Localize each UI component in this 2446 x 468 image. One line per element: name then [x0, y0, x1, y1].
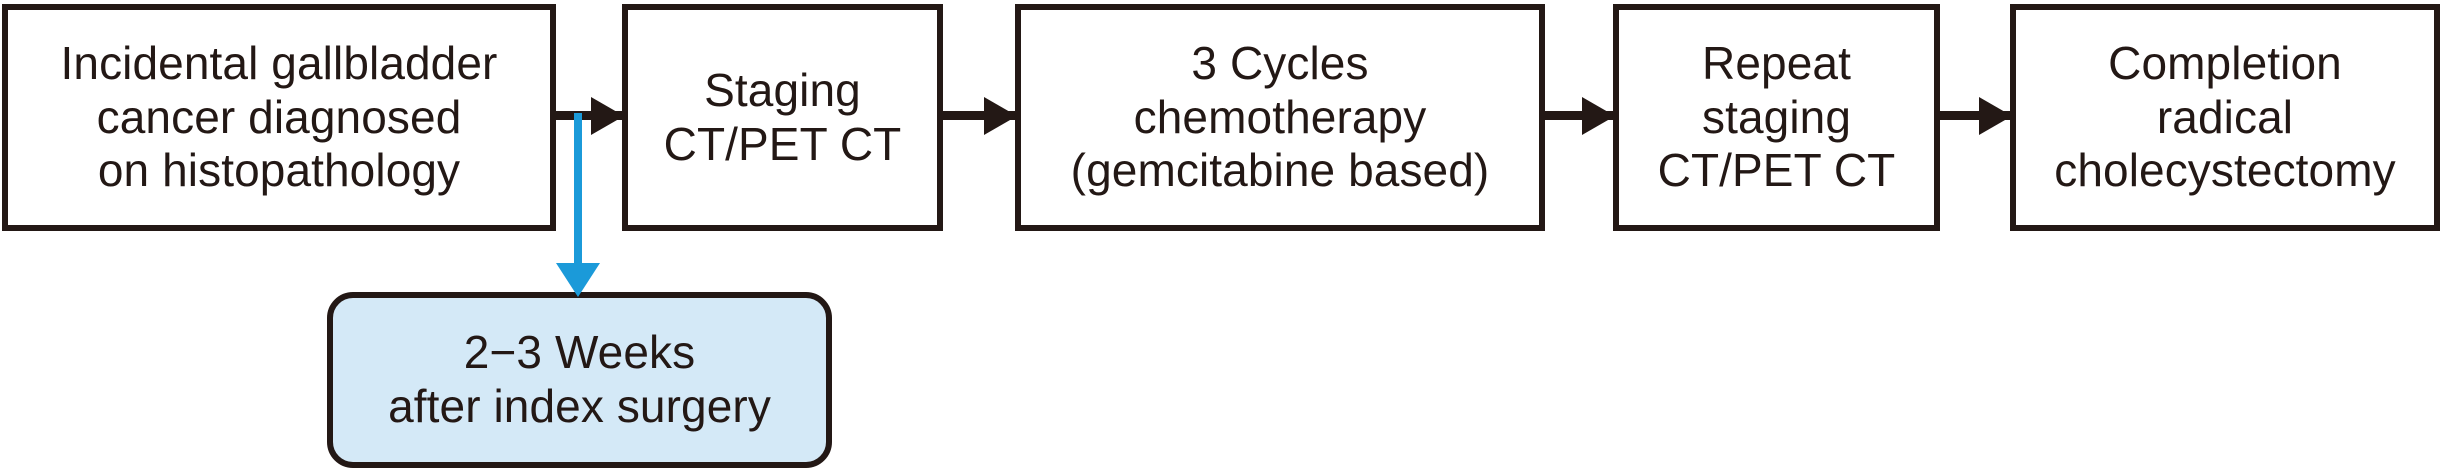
chemotherapy-label: 3 Cycles chemotherapy (gemcitabine based…: [1070, 36, 1490, 197]
chemotherapy-box[interactable]: 3 Cycles chemotherapy (gemcitabine based…: [1015, 4, 1545, 231]
timing-callout-label: 2−3 Weeks after index surgery: [388, 326, 771, 432]
arrow-diagnosis-to-staging-icon: [556, 111, 622, 120]
blue-arrowhead-down-icon: [556, 263, 600, 297]
repeat-staging-box[interactable]: Repeat staging CT/PET CT: [1613, 4, 1940, 231]
timing-callout-box[interactable]: 2−3 Weeks after index surgery: [327, 292, 832, 468]
arrow-chemotherapy-to-repeat-staging-icon: [1545, 111, 1613, 120]
completion-radical-cholecystectomy-box[interactable]: Completion radical cholecystectomy: [2010, 4, 2440, 231]
staging-ct-pet-ct-box[interactable]: Staging CT/PET CT: [622, 4, 943, 231]
repeat-staging-label: Repeat staging CT/PET CT: [1657, 36, 1896, 197]
incidental-gallbladder-cancer-label: Incidental gallbladder cancer diagnosed …: [60, 36, 498, 197]
arrow-repeat-staging-to-completion-icon: [1940, 111, 2010, 120]
blue-connector-line-icon: [574, 113, 582, 263]
incidental-gallbladder-cancer-box[interactable]: Incidental gallbladder cancer diagnosed …: [2, 4, 556, 231]
completion-radical-cholecystectomy-label: Completion radical cholecystectomy: [2054, 36, 2396, 197]
arrow-staging-to-chemotherapy-icon: [943, 111, 1015, 120]
staging-ct-pet-ct-label: Staging CT/PET CT: [663, 63, 902, 170]
